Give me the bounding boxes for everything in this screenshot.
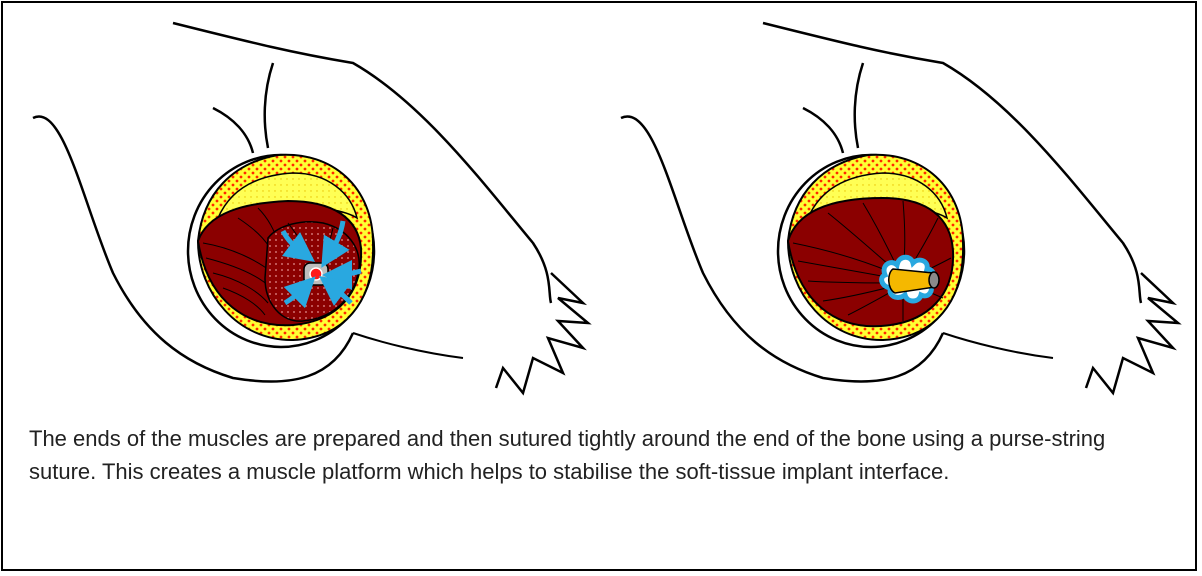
- digits-left: [496, 273, 588, 393]
- right-panel: [621, 23, 1178, 393]
- digits-right: [1086, 273, 1178, 393]
- figure-caption: The ends of the muscles are prepared and…: [29, 422, 1169, 488]
- amputation-illustration: [3, 3, 1199, 423]
- left-panel: [33, 23, 588, 393]
